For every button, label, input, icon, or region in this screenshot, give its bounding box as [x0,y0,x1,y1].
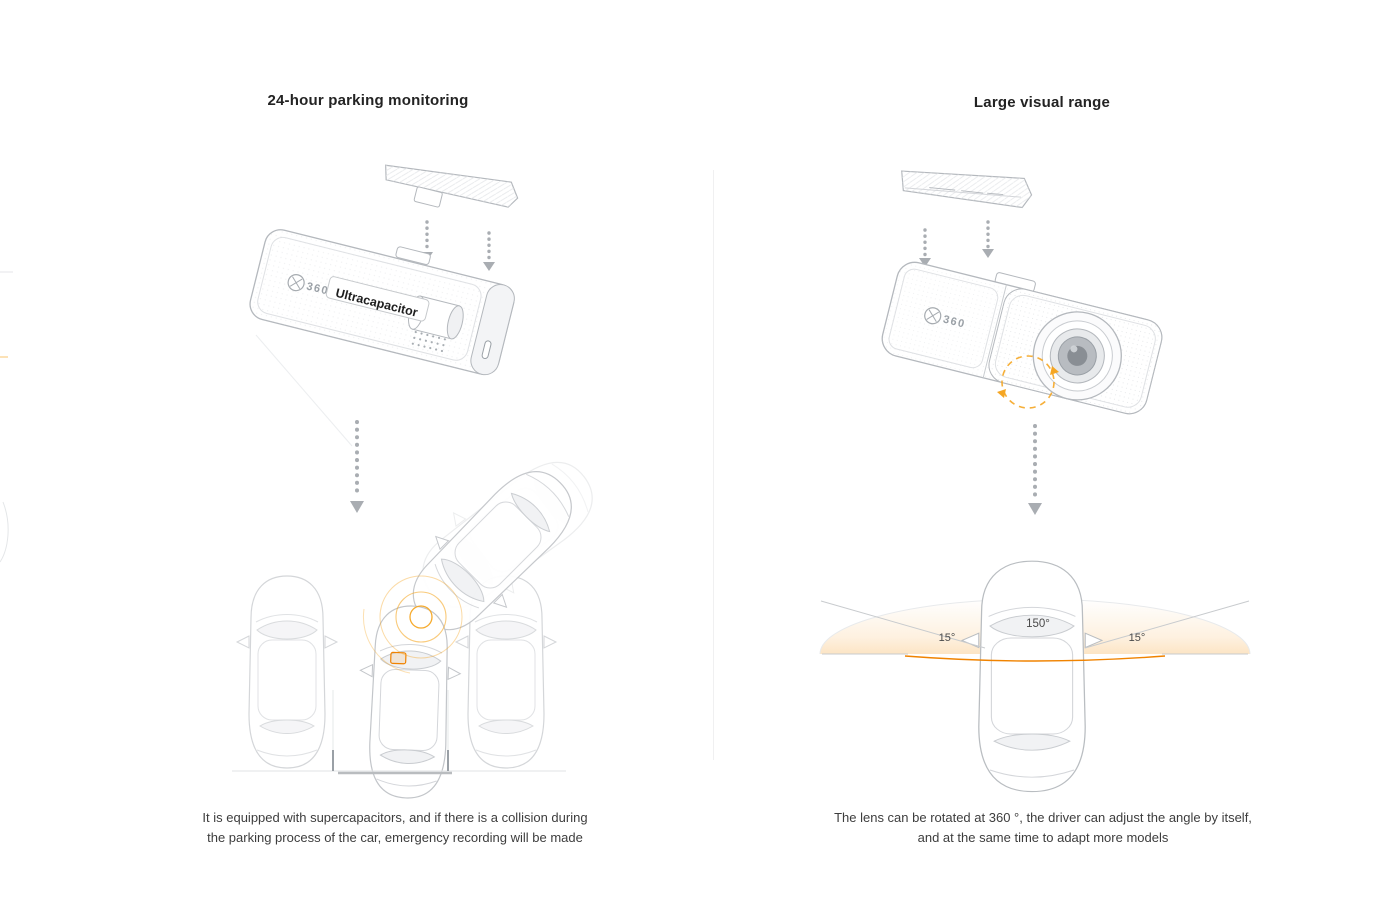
caption-line: the parking process of the car, emergenc… [207,830,583,845]
brand-label: 360 [942,314,967,331]
parking-monitoring-illustration: 360 Ultracapacitor [0,164,615,800]
parking-scene [232,436,615,800]
fov-diagram: 150° 15° 15° [819,560,1251,793]
angle-label-center: 150° [1026,618,1050,630]
panel-divider [713,170,714,760]
caption-line: It is equipped with supercapacitors, and… [202,810,588,825]
caption-line: and at the same time to adapt more model… [917,830,1169,845]
parked-car-left [236,575,338,769]
ultracapacitor-label-box [325,276,430,322]
dashcam-device: 360 [881,261,1163,415]
right-panel-title: Large visual range [973,94,1111,111]
drop-arrow [1028,424,1042,515]
mount-foot [413,186,443,208]
fov-orange-arc [904,655,1166,662]
rotation-arrowhead [997,389,1006,398]
arrow-down-icon [982,249,994,258]
page-edge-sketch [0,271,13,563]
caption-line: The lens can be rotated at 360 °, the dr… [834,810,1252,825]
device-end-cap [470,284,515,376]
angle-label-right: 15° [1129,632,1146,644]
dashcam-device: 360 Ultracapacitor [249,229,515,376]
mount-install-arrows [919,220,994,267]
car-top-view [961,560,1103,793]
mount-bracket [901,170,1033,209]
left-panel-caption: It is equipped with supercapacitors, and… [95,808,695,848]
arrow-down-icon [919,258,931,267]
mount-bracket [385,164,519,208]
rotation-arrowhead [1050,366,1059,375]
mount-slot [395,246,431,265]
brand-logo: 360 [924,307,967,331]
brand-logo: 360 [287,274,330,298]
right-panel-caption: The lens can be rotated at 360 °, the dr… [743,808,1343,848]
angle-label-left: 15° [939,632,956,644]
mount-microtext [929,187,1004,195]
collision-alert-rings [362,575,463,674]
arrow-down-icon [1028,503,1042,515]
camera-lens [1032,311,1122,401]
arrow-down-icon [350,501,364,513]
left-panel-title: 24-hour parking monitoring [267,92,469,109]
fov-boundary-lines [820,600,1250,655]
rotation-arc [997,355,1059,409]
dashcam-marker [390,651,407,665]
speaker-grille [411,330,446,353]
mount-install-arrows [421,220,495,271]
visual-range-illustration: 360 150° [819,170,1251,793]
arrow-down-icon [483,262,495,271]
sketch-line [255,334,353,447]
brand-label: 360 [305,280,330,297]
monitored-car [355,603,464,800]
drop-arrow [350,420,364,513]
usb-port [481,340,492,360]
